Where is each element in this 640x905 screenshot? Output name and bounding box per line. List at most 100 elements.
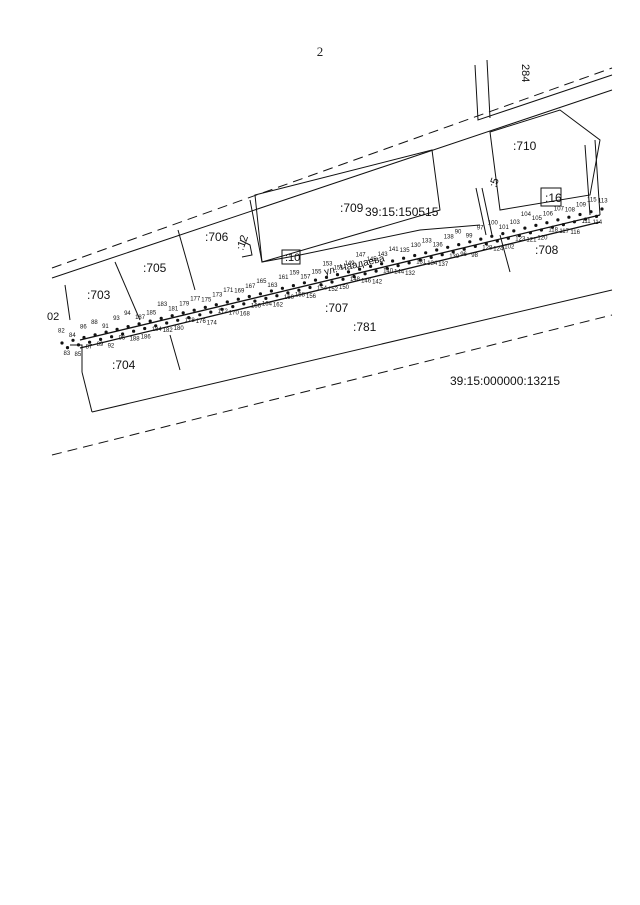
boundary-point-label: 123: [515, 237, 526, 243]
boundary-point-label: 151: [334, 266, 345, 272]
boundary-point: [313, 278, 318, 282]
boundary-point-label: 106: [543, 211, 554, 217]
page-number: 2: [316, 44, 324, 59]
boundary-point-label: 162: [273, 303, 284, 309]
boundary-point: [60, 341, 64, 345]
boundary-point-label: 187: [135, 315, 146, 321]
boundary-point-label: 155: [312, 270, 323, 276]
boundary-point: [539, 228, 544, 232]
boundary-point: [126, 325, 130, 329]
boundary-point: [346, 270, 351, 274]
parcel-707-divider: [169, 334, 181, 371]
boundary-point: [220, 307, 224, 311]
boundary-point: [341, 277, 345, 281]
label-705: :705: [143, 261, 167, 275]
street-end-west: [70, 344, 83, 372]
boundary-point-label: 94: [124, 311, 131, 317]
boundary-point-label: 130: [411, 243, 422, 249]
boundary-point-label: 87: [86, 344, 93, 350]
boundary-point-label: 165: [256, 279, 267, 285]
boundary-point: [462, 247, 466, 251]
boundary-point: [170, 314, 174, 318]
boundary-point-label: 145: [367, 257, 378, 263]
boundary-point-label: 166: [251, 304, 262, 310]
label-707: :707: [325, 301, 349, 315]
block-boundary-bottom: [51, 314, 613, 456]
boundary-point-label: 177: [190, 297, 201, 303]
boundary-point: [429, 255, 433, 259]
parcel-708-divider: [499, 234, 511, 273]
label-12: :12: [235, 234, 252, 252]
boundary-point-label: 137: [438, 262, 449, 268]
boundary-point: [121, 332, 125, 336]
boundary-point: [319, 283, 323, 287]
boundary-point-label: 163: [267, 283, 278, 289]
road-parcel-west: [81, 371, 93, 413]
boundary-point-label: 142: [372, 280, 383, 286]
boundary-point-label: 173: [212, 293, 223, 299]
boundary-point: [451, 250, 455, 254]
boundary-point: [264, 296, 268, 300]
boundary-point: [286, 291, 290, 295]
boundary-point-label: 114: [593, 220, 603, 226]
label-5: :5: [488, 176, 502, 189]
boundary-point: [82, 335, 86, 340]
boundary-point: [501, 232, 505, 236]
boundary-point: [269, 289, 273, 293]
boundary-point: [99, 337, 103, 341]
boundary-point: [198, 313, 202, 317]
boundary-point-label: 164: [262, 302, 273, 308]
boundary-point: [192, 308, 196, 312]
boundary-point: [380, 262, 384, 266]
boundary-point: [418, 258, 422, 262]
boundary-point-label: 131: [416, 260, 427, 266]
boundary-point: [165, 321, 169, 325]
boundary-point-label: 83: [64, 351, 71, 357]
boundary-point-label: 169: [234, 289, 245, 295]
boundary-point: [76, 343, 81, 347]
boundary-point: [490, 234, 494, 238]
street-spur: [475, 187, 487, 236]
boundary-point-label: 158: [295, 293, 306, 299]
boundary-point-label: 160: [284, 295, 295, 301]
block-boundary-top: [51, 67, 613, 269]
boundary-point-label: 98: [471, 253, 478, 259]
boundary-points: 1131141151111091161081171071181061201051…: [58, 198, 608, 359]
boundary-point-label: 153: [323, 262, 334, 268]
boundary-point: [363, 272, 367, 276]
boundary-point: [253, 299, 257, 303]
boundary-point-label: 132: [405, 271, 416, 277]
boundary-point-label: 108: [565, 207, 576, 213]
boundary-point-label: 154: [317, 286, 328, 292]
boundary-point-label: 157: [300, 274, 311, 280]
boundary-point-label: 101: [499, 225, 510, 231]
boundary-point-label: 82: [58, 329, 65, 335]
label-16: :16: [545, 191, 562, 205]
boundary-point: [181, 311, 185, 315]
boundary-point: [479, 237, 483, 241]
boundary-point: [330, 280, 334, 284]
boundary-point: [561, 223, 566, 227]
boundary-point: [132, 329, 136, 333]
boundary-point-label: 95: [119, 336, 126, 342]
street-branch-east: [584, 144, 591, 216]
boundary-point-label: 152: [328, 287, 339, 293]
boundary-point-label: 124: [493, 247, 504, 253]
boundary-point-label: 116: [570, 230, 580, 236]
boundary-point-label: 161: [278, 275, 289, 281]
boundary-point: [545, 221, 549, 225]
boundary-point: [484, 242, 488, 246]
boundary-point: [154, 324, 158, 328]
boundary-point: [374, 269, 378, 273]
parcel-12-outline: [239, 239, 253, 258]
boundary-point: [594, 214, 599, 218]
label-704: :704: [112, 358, 136, 372]
boundary-point-label: 172: [218, 309, 229, 315]
parcel-703-edge: [64, 284, 71, 321]
boundary-point: [93, 333, 97, 337]
boundary-point: [115, 327, 119, 331]
boundary-point-label: 182: [163, 328, 174, 334]
boundary-point: [457, 243, 461, 247]
boundary-point-label: 156: [306, 294, 317, 300]
boundary-point: [65, 346, 70, 350]
